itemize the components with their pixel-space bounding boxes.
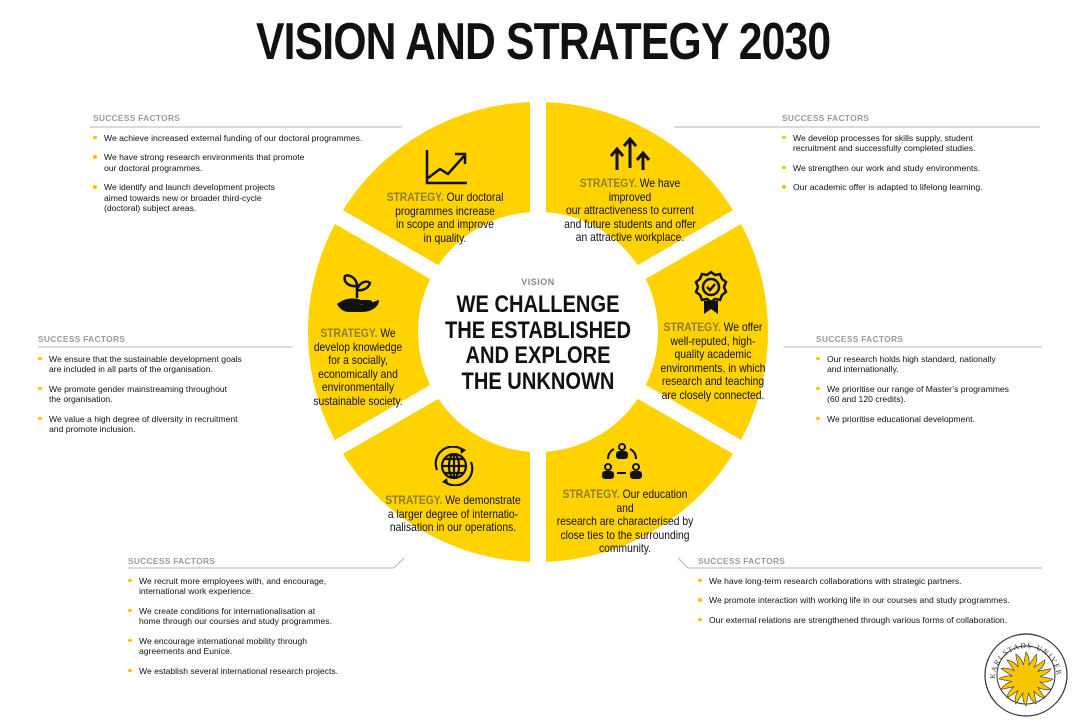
success-factors-right: SUCCESS FACTORS Our research holds high …: [816, 334, 1046, 433]
sun-ray: [1022, 651, 1030, 667]
vision-statement: WE CHALLENGE THE ESTABLISHED AND EXPLORE…: [444, 291, 632, 395]
university-logo: KARLSTADS UNIVERSITET: [983, 632, 1068, 717]
segment-attractiveness: [530, 86, 753, 284]
award-badge-icon: [694, 270, 728, 314]
list-item: We recruit more employees with, and enco…: [128, 576, 388, 597]
strategy-text-community: STRATEGY. Our education and research are…: [556, 487, 694, 555]
growth-chart-icon: [425, 150, 467, 185]
sun-ray: [1036, 680, 1052, 691]
connector-bottom-left: [128, 557, 405, 569]
vision-label: VISION: [521, 277, 555, 287]
list-item: We promote interaction with working life…: [698, 595, 1058, 606]
list-item: Our external relations are strengthened …: [698, 615, 1058, 626]
sun-ray: [1032, 685, 1046, 699]
list-item: We create conditions for internationalis…: [128, 606, 388, 627]
arrows-up-icon: [609, 136, 651, 170]
segment-internationalisation: [323, 380, 546, 578]
sun-seal-icon: [998, 651, 1054, 707]
list-item: We develop processes for skills supply, …: [782, 133, 1042, 154]
list-item: We establish several international resea…: [128, 666, 388, 677]
sun-ray: [1036, 668, 1052, 678]
sun-ray: [998, 675, 1014, 683]
list-item: We ensure that the sustainable developme…: [38, 354, 288, 375]
strategy-text-sustainability: STRATEGY. We develop knowledge for a soc…: [313, 326, 403, 408]
list-item: We strengthen our work and study environ…: [782, 163, 1042, 174]
segment-sustainability: [292, 205, 450, 459]
success-factors-top-left: SUCCESS FACTORS We achieve increased ext…: [93, 113, 413, 223]
list-item: We encourage international mobility thro…: [128, 636, 388, 657]
sun-ray: [1000, 667, 1016, 678]
list-item: We identify and launch development proje…: [93, 182, 413, 214]
globe-cycle-icon: [434, 446, 474, 486]
sun-ray: [1000, 680, 1016, 690]
strategy-text-attractiveness: STRATEGY. We have improved our attractiv…: [564, 176, 696, 244]
sun-ray: [1032, 659, 1046, 673]
list-item: We prioritise our range of Master’s prog…: [816, 384, 1046, 405]
list-item: Our research holds high standard, nation…: [816, 354, 1046, 375]
list-item: We value a high degree of diversity in r…: [38, 414, 288, 435]
list-item: We prioritise educational development.: [816, 414, 1046, 425]
success-factors-bottom-left: SUCCESS FACTORS We recruit more employee…: [128, 556, 388, 685]
sun-ray: [1006, 659, 1020, 673]
list-item: We have strong research environments tha…: [93, 152, 413, 173]
plant-in-hand-icon: [337, 274, 379, 312]
strategy-text-internationalisation: STRATEGY. We demonstrate a larger degree…: [385, 493, 521, 534]
list-item: Our academic offer is adapted to lifelon…: [782, 182, 1042, 193]
segment-community: [530, 380, 753, 578]
list-item: We have long-term research collaboration…: [698, 576, 1058, 587]
sun-ray: [1038, 675, 1054, 683]
community-network-icon: [602, 443, 642, 479]
page-title: VISION AND STRATEGY 2030: [255, 13, 831, 71]
segment-academic-environments: [626, 205, 784, 459]
strategy-text-academic-environments: STRATEGY. We offer well-reputed, high- q…: [660, 320, 766, 402]
list-item: We achieve increased external funding of…: [93, 133, 413, 144]
success-factors-bottom-right: SUCCESS FACTORS We have long-term resear…: [698, 556, 1058, 634]
strategy-text-doctoral: STRATEGY. Our doctoral programmes increa…: [386, 190, 504, 245]
sun-ray: [1006, 685, 1020, 699]
sun-ray: [1014, 689, 1025, 705]
segment-doctoral: [323, 86, 546, 284]
connector-bottom-right: [677, 557, 1042, 569]
success-factors-left: SUCCESS FACTORS We ensure that the susta…: [38, 334, 288, 444]
success-factors-top-right: SUCCESS FACTORS We develop processes for…: [782, 113, 1042, 202]
sun-ray: [1022, 691, 1030, 707]
sun-ray: [1027, 653, 1038, 669]
sun-ray: [1027, 689, 1037, 705]
sun-ray: [1015, 653, 1025, 669]
list-item: We promote gender mainstreaming througho…: [38, 384, 288, 405]
